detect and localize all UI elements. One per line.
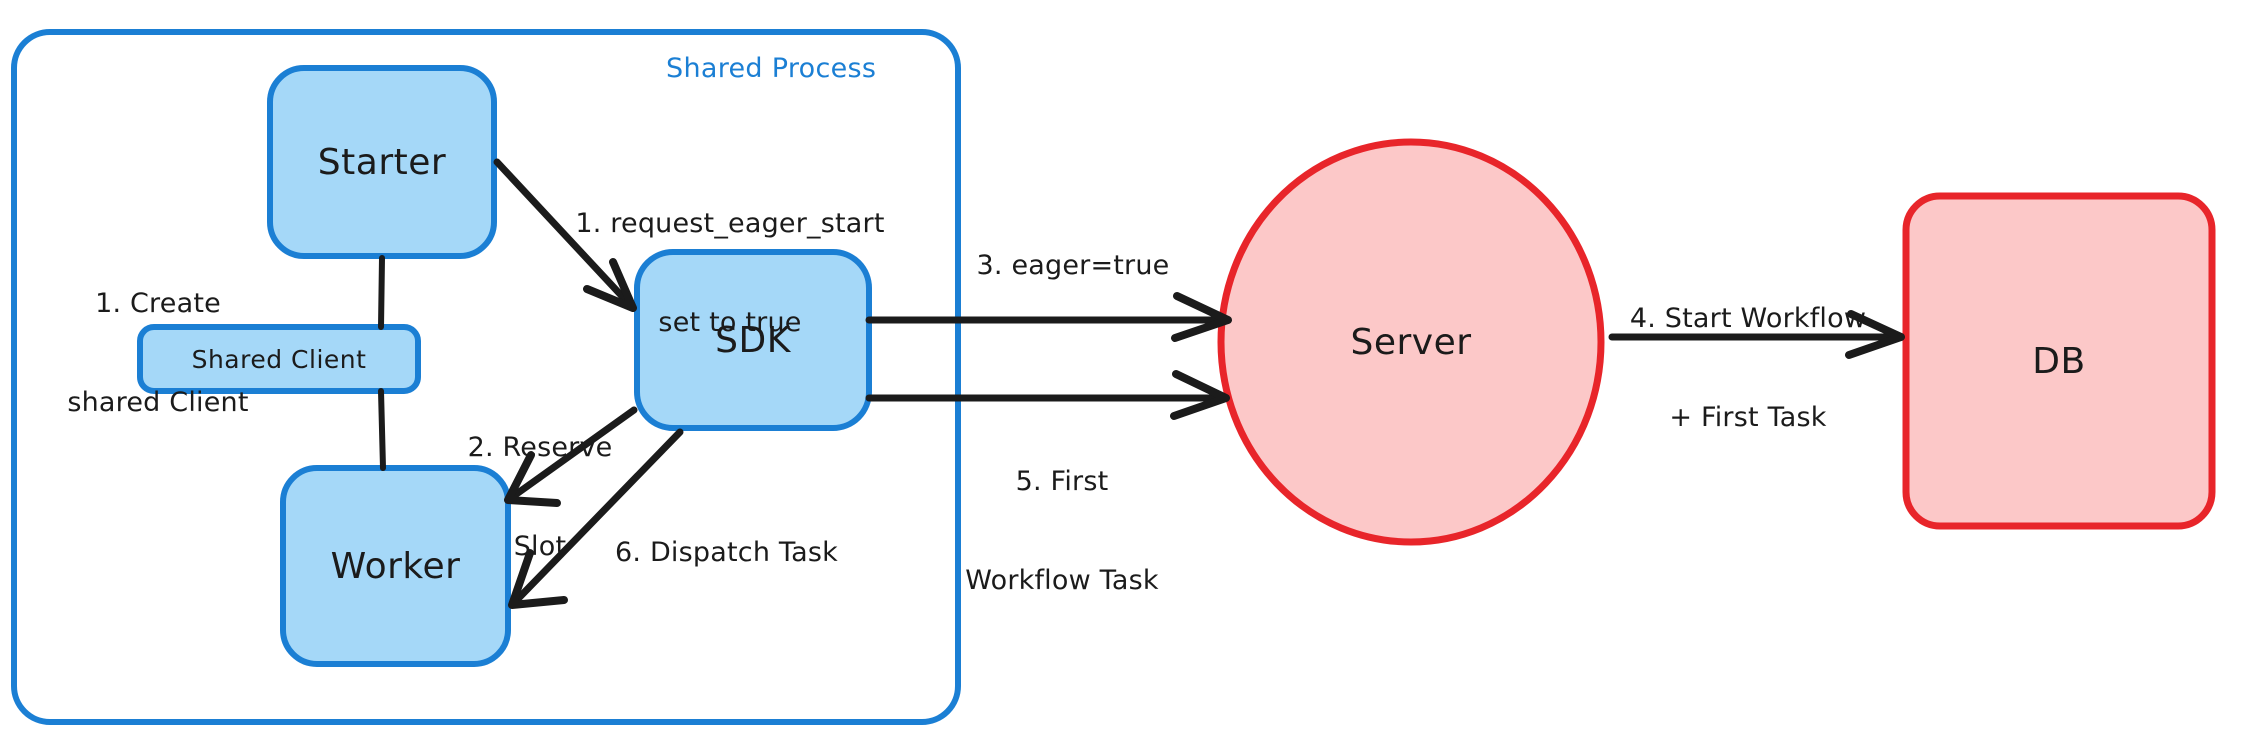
node-worker[interactable] [280, 465, 511, 667]
edge-sdk-worker-reserve-arrowhead [504, 451, 561, 507]
node-server[interactable] [1217, 138, 1605, 546]
node-db[interactable] [1902, 192, 2216, 530]
edge-sdk-worker-dispatch-arrowhead [508, 549, 568, 609]
shared-process-title: Shared Process [666, 53, 877, 84]
edge-starter-sdk-arrowhead [583, 258, 637, 312]
node-sdk[interactable] [634, 249, 872, 431]
edge-server-db-arrowhead [1845, 310, 1905, 359]
edge-starter-sdk [493, 158, 637, 312]
edge-sdk-worker-dispatch [508, 428, 684, 609]
node-starter[interactable] [267, 65, 497, 259]
edge-starter-shared-client [378, 255, 385, 330]
edge-sdk-worker-reserve [504, 406, 638, 504]
edge-shared-client-worker [378, 388, 386, 471]
node-shared-client[interactable] [137, 324, 421, 394]
edge-sdk-server-eager-arrowhead [1171, 292, 1232, 342]
edge-sdk-server-first-task-arrowhead [1170, 370, 1230, 420]
shared-process-container[interactable] [11, 29, 961, 725]
